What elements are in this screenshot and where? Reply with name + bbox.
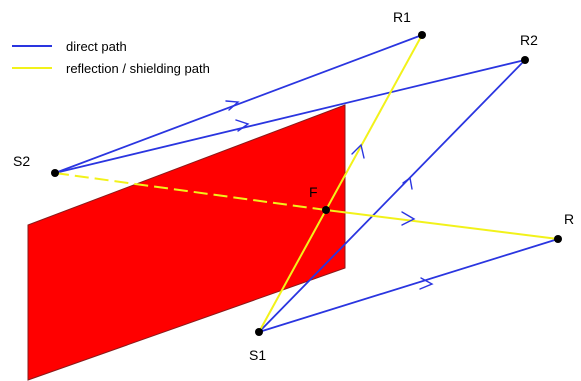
point-labels: S1 S2 R R1 R2 F bbox=[13, 9, 574, 363]
label-s2: S2 bbox=[13, 153, 30, 169]
reflection-path-s1-r1 bbox=[258, 34, 423, 333]
label-r1: R1 bbox=[393, 9, 411, 25]
legend-label-direct: direct path bbox=[66, 39, 127, 54]
label-r: R bbox=[564, 211, 574, 227]
arrow-icon bbox=[419, 277, 434, 290]
point-r bbox=[554, 235, 562, 243]
point-s1 bbox=[255, 328, 263, 336]
point-r1 bbox=[418, 31, 426, 39]
barrier-wall bbox=[27, 104, 346, 381]
arrow-icon bbox=[401, 211, 416, 226]
arrow-icon bbox=[235, 119, 250, 132]
direct-path-s1-r bbox=[258, 238, 559, 333]
direct-path-s2-r1 bbox=[54, 34, 423, 174]
reflection-paths bbox=[54, 34, 559, 333]
label-f: F bbox=[309, 184, 318, 200]
legend: direct path reflection / shielding path bbox=[12, 39, 210, 76]
point-r2 bbox=[521, 56, 529, 64]
arrow-icon bbox=[351, 143, 365, 159]
shielding-path-s2-f bbox=[54, 172, 327, 211]
shielding-path-f-r bbox=[325, 209, 559, 240]
label-r2: R2 bbox=[520, 32, 538, 48]
direct-path-s1-r2 bbox=[258, 59, 526, 333]
point-f bbox=[322, 206, 330, 214]
point-s2 bbox=[51, 169, 59, 177]
arrow-icon bbox=[402, 176, 413, 190]
direct-path-s2-r2 bbox=[54, 59, 526, 174]
arrow-icon bbox=[225, 100, 240, 111]
arrowheads bbox=[225, 100, 434, 290]
legend-label-reflection: reflection / shielding path bbox=[66, 61, 210, 76]
label-s1: S1 bbox=[249, 347, 266, 363]
points bbox=[51, 31, 562, 336]
direct-paths bbox=[54, 34, 559, 333]
